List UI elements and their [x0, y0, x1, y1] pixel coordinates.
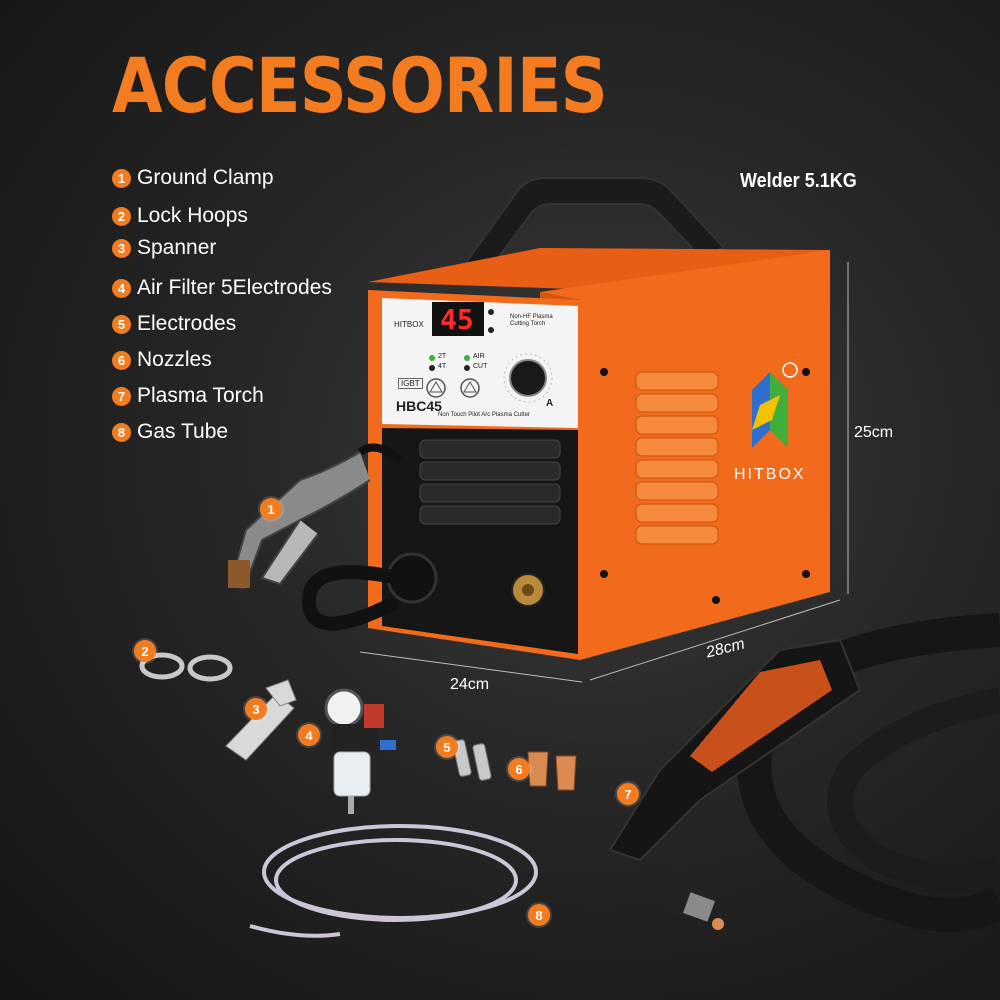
hitbox-side-logo — [752, 362, 798, 448]
list-item: 8 Gas Tube — [112, 414, 332, 450]
panel-brand: HITBOX — [394, 320, 424, 329]
accessory-label: Lock Hoops — [137, 204, 248, 227]
weight-label: Welder 5.1KG — [740, 170, 857, 192]
model-label: HBC45 — [396, 398, 442, 414]
list-item: 3 Spanner — [112, 230, 332, 266]
list-item: 1 Ground Clamp — [112, 160, 332, 196]
ground-clamp — [228, 443, 403, 590]
accessory-label: Spanner — [137, 236, 217, 259]
display-readout: 45 — [440, 303, 474, 336]
plasma-torch — [608, 613, 1000, 932]
accessory-label: Nozzles — [137, 348, 212, 371]
number-badge: 1 — [112, 168, 131, 188]
torch-label: Non-HF Plasma Cutting Torch — [510, 314, 553, 327]
marker-1: 1 — [260, 498, 282, 520]
model-subtitle: Non Touch Pilot Arc Plasma Cutter — [438, 412, 530, 418]
width-dimension: 24cm — [450, 676, 490, 693]
accessory-label: Gas Tube — [137, 420, 229, 443]
marker-7: 7 — [617, 783, 639, 805]
list-item: 4 Air Filter 5Electrodes — [112, 270, 332, 306]
marker-6: 6 — [508, 758, 530, 780]
number-badge: 5 — [112, 314, 131, 334]
accessory-label: Electrodes — [137, 312, 237, 335]
list-item: 5 Electrodes — [112, 306, 332, 342]
height-dimension: 25cm — [854, 424, 894, 441]
amp-label: A — [546, 398, 554, 409]
marker-2: 2 — [134, 640, 156, 662]
nozzles — [527, 751, 577, 791]
accessory-label: Ground Clamp — [137, 166, 274, 189]
gas-tube — [249, 824, 538, 938]
air-filter — [324, 688, 396, 814]
accessory-list: 1 Ground Clamp 2 Lock Hoops 3 Spanner 4 Air … — [112, 160, 332, 450]
number-badge: 2 — [112, 206, 131, 226]
marker-3: 3 — [245, 698, 267, 720]
igbt-label: IGBT — [398, 378, 423, 389]
mode-2t-label: 2T — [438, 353, 447, 360]
number-badge: 7 — [112, 386, 131, 406]
side-brand-label: HITBOX — [734, 466, 806, 483]
cut-label: CUT — [473, 363, 488, 370]
accessory-label: Air Filter 5Electrodes — [137, 276, 332, 299]
marker-8: 8 — [528, 904, 550, 926]
air-label: AIR — [473, 353, 485, 360]
number-badge: 8 — [112, 422, 131, 442]
list-item: 2 Lock Hoops — [112, 198, 332, 234]
list-item: 7 Plasma Torch — [112, 378, 332, 414]
side-vents — [635, 371, 719, 545]
spanner — [225, 679, 297, 761]
number-badge: 6 — [112, 350, 131, 370]
front-vents — [419, 439, 561, 525]
mode-4t-label: 4T — [438, 363, 447, 370]
plasma-cutter-machine — [302, 177, 830, 660]
number-badge: 3 — [112, 238, 131, 258]
lock-hoops — [139, 652, 233, 682]
accessory-label: Plasma Torch — [137, 384, 264, 407]
marker-4: 4 — [298, 724, 320, 746]
number-badge: 4 — [112, 278, 131, 298]
dimension-lines — [359, 262, 849, 683]
marker-5: 5 — [436, 736, 458, 758]
electrodes — [452, 739, 492, 781]
list-item: 6 Nozzles — [112, 342, 332, 378]
page-title: ACCESSORIES — [112, 41, 608, 130]
